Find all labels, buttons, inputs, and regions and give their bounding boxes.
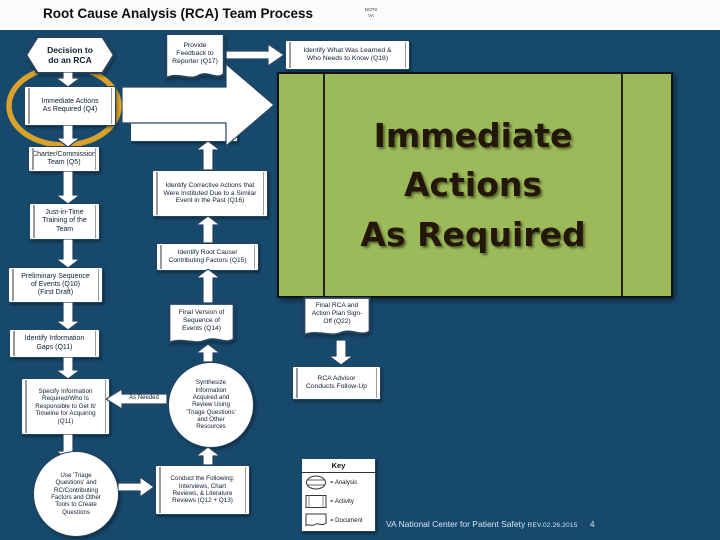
- callout-side-line: [621, 74, 623, 296]
- document-shape: [168, 303, 235, 347]
- header-band: [0, 0, 720, 30]
- node-jit-training: Just-in-Time Training of the Team: [29, 203, 100, 240]
- node-follow-up: RCA Advisor Conducts Follow-Up: [292, 366, 381, 400]
- callout-line1: Immediate: [373, 115, 573, 155]
- node-final-sequence: Final Version of Sequence of Events (Q14…: [168, 303, 235, 347]
- up-arrow: [196, 141, 220, 170]
- callout-line3: As Required: [360, 214, 586, 254]
- key-row-activity: = Activity: [302, 492, 375, 511]
- node-triage-questions: Use 'Triage Questions' and RC/Contributi…: [33, 451, 119, 537]
- node-info-gaps: Identify Information Gaps (Q11): [9, 329, 100, 358]
- up-arrow: [196, 447, 220, 465]
- node-jit-training-label: Just-in-Time Training of the Team: [42, 209, 87, 233]
- node-charter-team: Charter/Commission Team (Q5): [28, 146, 100, 172]
- down-arrow: [56, 125, 80, 147]
- down-arrow: [56, 239, 80, 268]
- up-arrow: [196, 344, 220, 362]
- up-arrow: [196, 216, 220, 243]
- ncps-logo: NCPS VA: [349, 7, 393, 19]
- node-corrective-actions: Identify Corrective Actions that Were In…: [152, 170, 268, 217]
- node-root-cause: Identify Root Cause/ Contributing Factor…: [156, 243, 259, 271]
- footer-org: VA National Center for Patient Safety: [386, 519, 526, 529]
- node-triage-questions-label: Use 'Triage Questions' and RC/Contributi…: [51, 472, 101, 516]
- node-final-sequence-label: Final Version of Sequence of Events (Q14…: [178, 309, 225, 332]
- node-provide-feedback-label: Provide Feedback to Reporter (Q17): [172, 41, 218, 65]
- key-row-analysis: = Analysis: [302, 473, 375, 492]
- node-what-was-learned: Identify What Was Learned & Who Needs to…: [285, 40, 410, 70]
- right-arrow: [118, 477, 154, 497]
- key-legend: Key = Analysis = Activity = Document: [301, 458, 376, 532]
- callout-side-line: [323, 74, 325, 296]
- node-corrective-actions-label: Identify Corrective Actions that Were In…: [163, 181, 257, 205]
- down-arrow: [56, 357, 80, 379]
- up-arrow: [196, 269, 220, 303]
- footer: VA National Center for Patient Safety RE…: [386, 519, 696, 529]
- analysis-ellipse-icon: [306, 475, 326, 490]
- right-arrow: [226, 44, 284, 66]
- document-shape: [165, 33, 225, 83]
- node-immediate-actions-label: Immediate Actions As Required (Q4): [41, 97, 99, 113]
- activity-rect-icon: [305, 495, 327, 508]
- node-fact-finding-label: Conduct the Following: Interviews, Chart…: [170, 475, 235, 505]
- gold-highlight-arrow: [122, 64, 274, 146]
- as-needed-label: As Needed: [129, 395, 159, 402]
- document-shape-icon: [305, 513, 327, 527]
- node-prelim-sequence: Preliminary Sequence of Events (Q10) (Fi…: [8, 267, 103, 303]
- node-info-gaps-label: Identify Information Gaps (Q11): [24, 335, 85, 351]
- slide-title: Root Cause Analysis (RCA) Team Process: [42, 6, 314, 21]
- footer-page-number: 4: [589, 519, 595, 529]
- node-fact-finding: Conduct the Following: Interviews, Chart…: [155, 465, 250, 515]
- highlight-callout: Immediate Actions As Required: [277, 72, 673, 298]
- key-row-document: = Document: [302, 511, 375, 530]
- node-decision: Decision to do an RCA: [26, 36, 114, 74]
- node-sign-off-label: Final RCA and Action Plan Sign- Off (Q22…: [311, 302, 363, 325]
- key-label-analysis: = Analysis: [330, 479, 358, 486]
- key-label-activity: = Activity: [330, 498, 354, 505]
- as-needed-arrow: [106, 388, 168, 410]
- footer-revision: REV.02.26.2015: [527, 522, 578, 529]
- node-root-cause-label: Identify Root Cause/ Contributing Factor…: [168, 249, 247, 264]
- hexagon-shape: [26, 36, 114, 74]
- key-title: Key: [302, 459, 375, 473]
- node-decision-label: Decision to do an RCA: [47, 44, 93, 65]
- node-provide-feedback: Provide Feedback to Reporter (Q17): [165, 33, 225, 83]
- key-label-document: = Document: [330, 517, 363, 524]
- node-charter-team-label: Charter/Commission Team (Q5): [32, 150, 96, 166]
- down-arrow: [56, 72, 80, 87]
- ncps-logo-line1: NCPS: [364, 7, 378, 12]
- down-arrow: [56, 171, 80, 204]
- node-immediate-actions: Immediate Actions As Required (Q4): [24, 86, 116, 126]
- down-arrow: [329, 340, 353, 365]
- callout-text: Immediate Actions As Required: [327, 74, 619, 296]
- node-synthesize: Synthesize Information Acquired and Revi…: [168, 362, 254, 448]
- callout-line2: Actions: [404, 165, 542, 205]
- node-sign-off: Final RCA and Action Plan Sign- Off (Q22…: [303, 297, 371, 339]
- node-specify-info: Specify Information Required/Who Is Resp…: [21, 378, 110, 435]
- node-synthesize-label: Synthesize Information Acquired and Revi…: [186, 379, 236, 431]
- node-follow-up-label: RCA Advisor Conducts Follow-Up: [305, 374, 368, 390]
- node-what-was-learned-label: Identify What Was Learned & Who Needs to…: [303, 46, 392, 62]
- node-specify-info-label: Specify Information Required/Who Is Resp…: [35, 387, 96, 425]
- ncps-logo-line2: VA: [368, 13, 374, 19]
- document-shape: [303, 297, 371, 339]
- down-arrow: [56, 302, 80, 330]
- node-prelim-sequence-label: Preliminary Sequence of Events (Q10) (Fi…: [21, 272, 90, 297]
